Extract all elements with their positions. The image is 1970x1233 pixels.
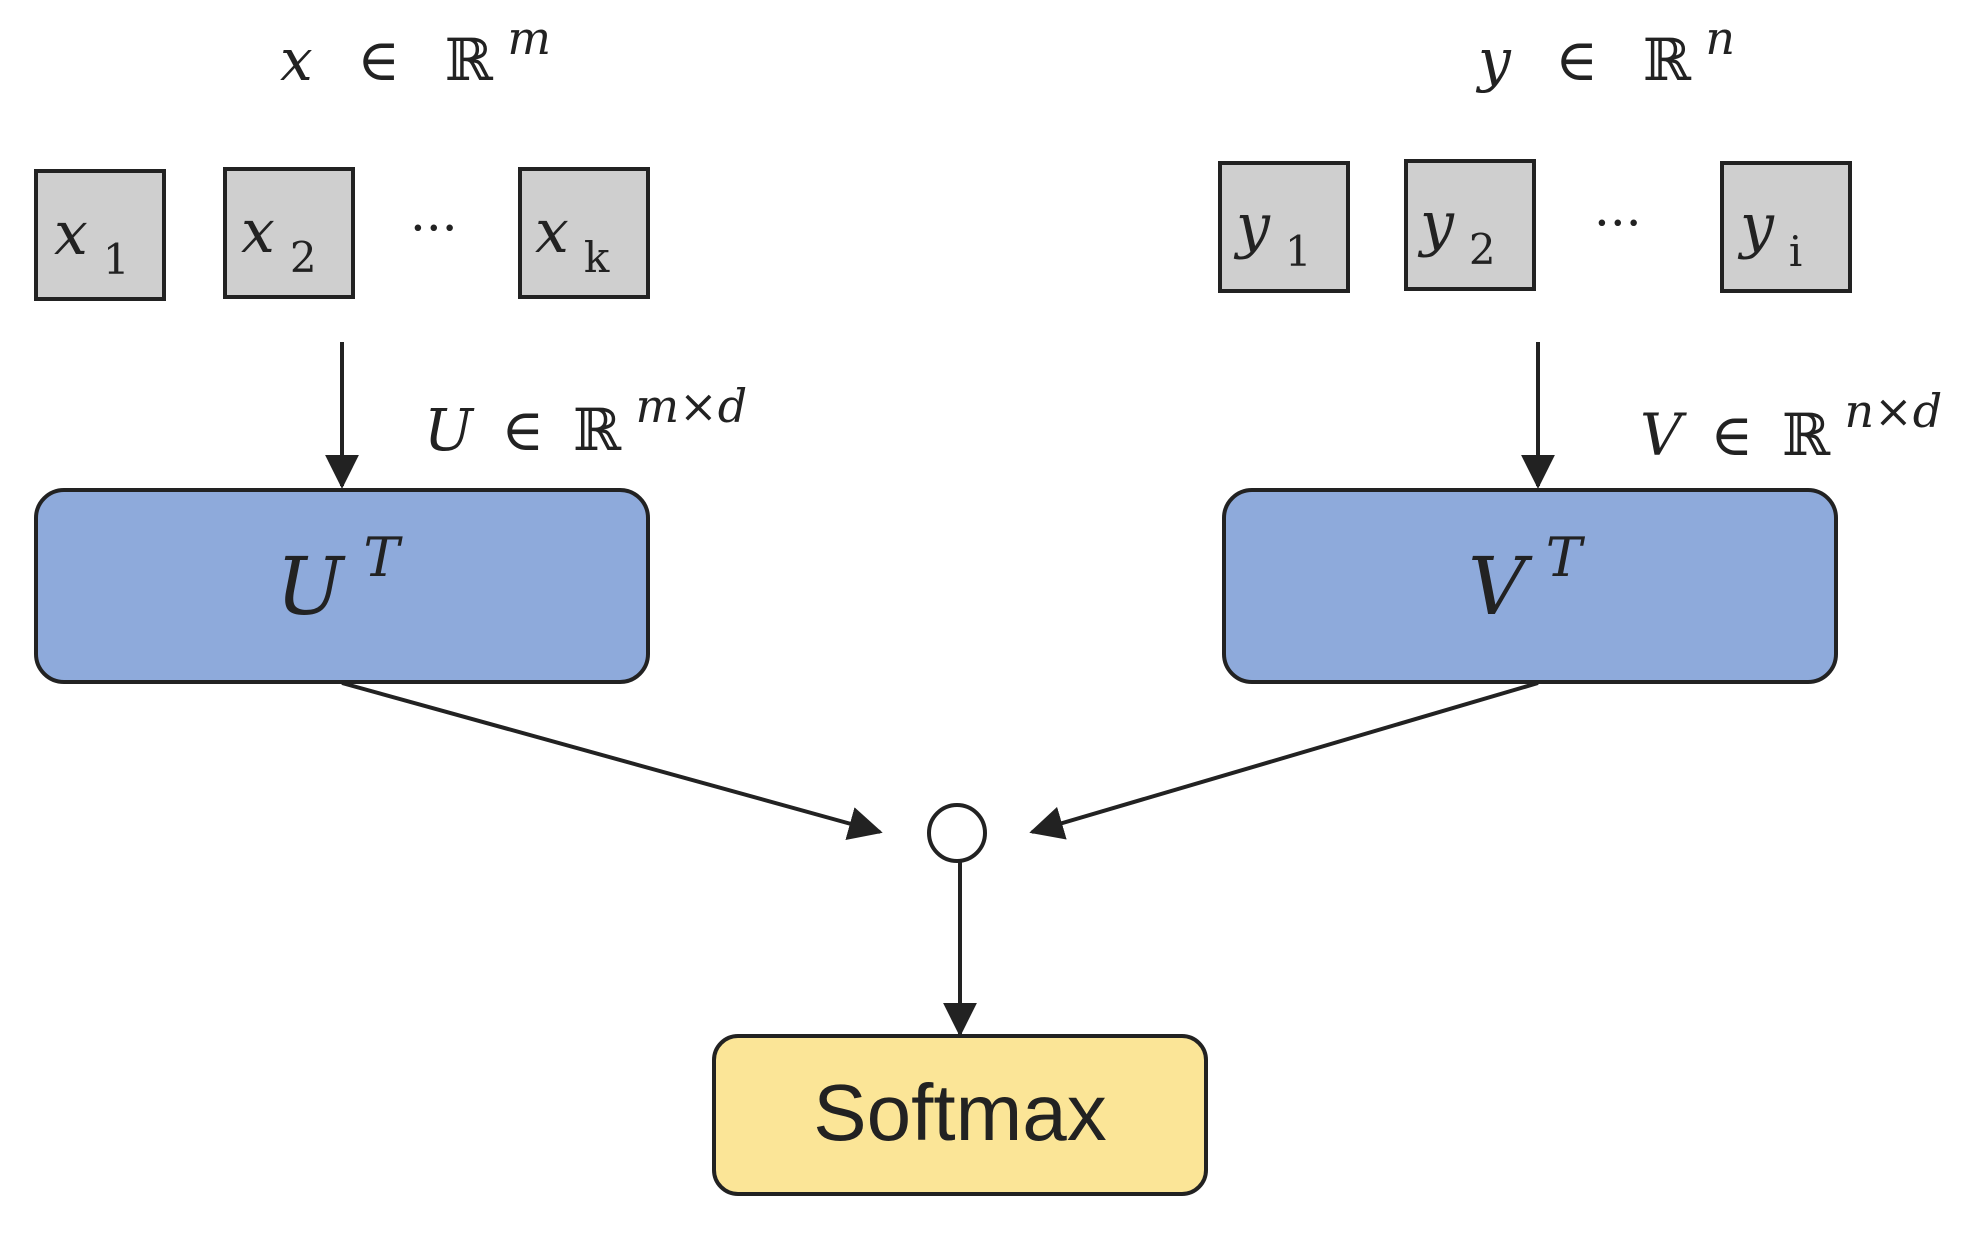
softmax-label: Softmax: [813, 1068, 1106, 1157]
left-domain-label: x ∈ ℝ m: [280, 11, 551, 94]
left-ellipsis: ···: [410, 199, 458, 257]
svg-text:V T: V T: [1468, 526, 1586, 633]
right-input-y1: y 1: [1218, 161, 1350, 293]
softmax-box: Softmax: [712, 1034, 1208, 1196]
left-branch: x ∈ ℝ m x 1 x 2 ···: [34, 11, 883, 841]
svg-text:x 1: x 1: [54, 199, 130, 284]
right-ellipsis: ···: [1594, 194, 1642, 252]
svg-text:x k: x k: [535, 197, 610, 282]
combine-node: [927, 803, 987, 863]
right-transform-box: V T: [1222, 488, 1838, 684]
left-combine-arrow: [341, 681, 883, 841]
right-combine-arrow: [1029, 681, 1539, 840]
left-input-x2: x 2: [223, 167, 355, 299]
svg-text:x 2: x 2: [241, 197, 317, 282]
left-input-x1: x 1: [34, 169, 166, 301]
left-transform-box: U T: [34, 488, 650, 684]
svg-text:y 1: y 1: [1233, 191, 1312, 276]
right-branch: y ∈ ℝ n y 1 y 2 ···: [1029, 11, 1942, 840]
left-weight-label: U ∈ ℝ m×d: [424, 379, 747, 464]
right-input-y2: y 2: [1404, 159, 1536, 291]
elementwise-product-operator: [927, 803, 987, 863]
left-input-xk: x k: [518, 167, 650, 299]
svg-text:y i: y i: [1737, 191, 1802, 276]
svg-text:y 2: y 2: [1417, 189, 1496, 274]
right-domain-label: y ∈ ℝ n: [1475, 11, 1735, 94]
right-input-yi: y i: [1720, 161, 1852, 293]
right-weight-label: V ∈ ℝ n×d: [1640, 384, 1942, 469]
svg-text:U T: U T: [276, 526, 403, 633]
